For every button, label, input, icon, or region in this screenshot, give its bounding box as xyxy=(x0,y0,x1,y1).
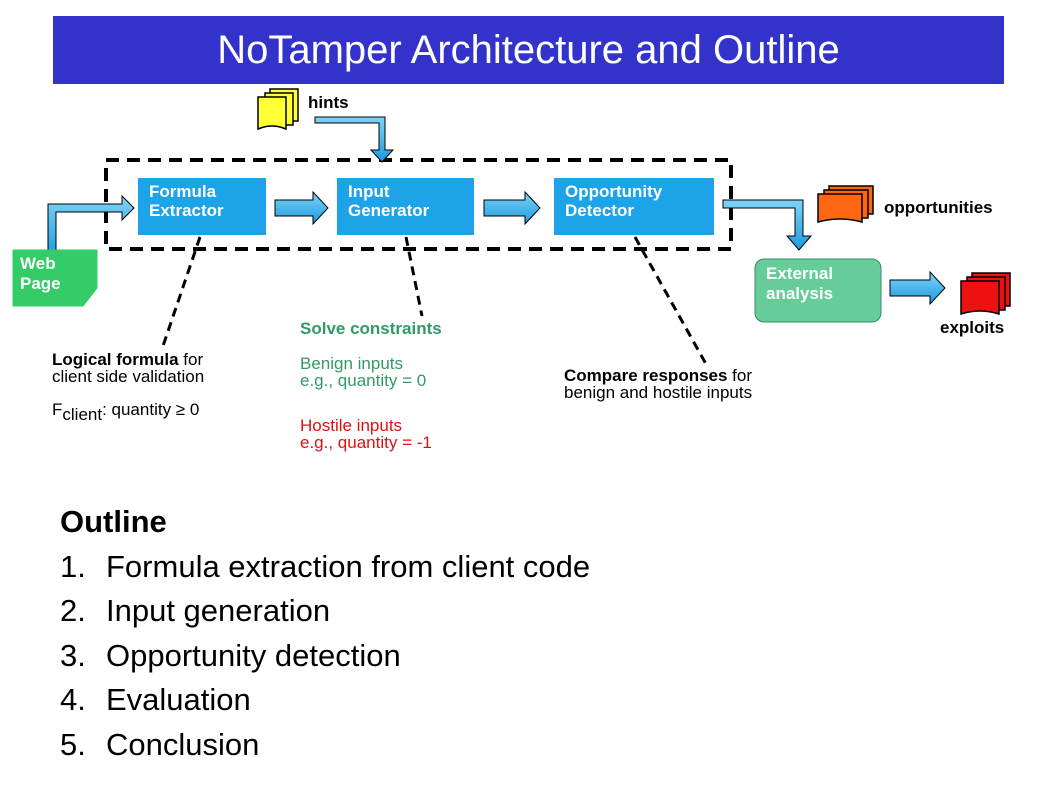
compare-responses-bold: Compare responses xyxy=(564,366,728,385)
formula-extractor-label-1: Formula xyxy=(149,182,217,201)
outline-item-text: Conclusion xyxy=(106,726,260,762)
web-page-arrow xyxy=(47,194,135,259)
detector-to-analysis-arrow xyxy=(722,199,813,251)
logical-formula-note: Logical formula for client side validati… xyxy=(52,351,204,423)
hints-label: hints xyxy=(308,93,349,112)
exploits-label: exploits xyxy=(940,318,1005,337)
formula-extractor-label-2: Extractor xyxy=(149,201,224,220)
opportunities-label: opportunities xyxy=(884,198,993,217)
outline-heading: Outline xyxy=(60,504,167,539)
web-page-shape xyxy=(12,249,98,307)
hints-document-icon xyxy=(257,88,299,131)
exploits-document-icon xyxy=(960,272,1011,316)
web-page-label-2: Page xyxy=(20,274,61,293)
outline-item-text: Formula extraction from client code xyxy=(106,548,591,584)
outline-item: 4. Evaluation xyxy=(60,678,590,723)
outline-item-number: 2. xyxy=(60,593,86,628)
fclient-subscript: client xyxy=(62,405,103,424)
outline-item: 1. Formula extraction from client code xyxy=(60,545,590,590)
web-page-label-1: Web xyxy=(20,254,56,273)
outline-item: 3. Opportunity detection xyxy=(60,634,590,679)
extractor-note-connector xyxy=(161,236,202,347)
architecture-diagram xyxy=(12,88,1011,365)
logical-formula-line2: client side validation xyxy=(52,367,205,386)
solve-constraints-note: Solve constraints Benign inputs e.g., qu… xyxy=(300,320,442,451)
extractor-to-generator-arrow xyxy=(274,190,329,226)
page-title: NoTamper Architecture and Outline xyxy=(53,16,1004,84)
compare-responses-note: Compare responses for benign and hostile… xyxy=(564,367,752,401)
input-generator-box: Input Generator xyxy=(337,178,474,235)
outline-item-number: 5. xyxy=(60,726,86,762)
opportunity-detector-label-1: Opportunity xyxy=(565,182,663,201)
outline-item-text: Input generation xyxy=(106,593,331,628)
compare-responses-rest: for xyxy=(727,366,753,385)
generator-to-detector-arrow xyxy=(483,190,541,226)
hostile-inputs-label: Hostile inputs xyxy=(300,416,403,435)
fclient-constraint: : quantity ≥ 0 xyxy=(102,400,200,419)
logical-formula-rest: for xyxy=(178,350,204,369)
opportunity-detector-box: Opportunity Detector xyxy=(554,178,714,235)
compare-responses-line2: benign and hostile inputs xyxy=(564,383,753,402)
web-page-label: Web Page xyxy=(20,254,61,294)
hints-arrow xyxy=(314,116,395,163)
external-analysis-label-1: External xyxy=(766,264,834,283)
benign-inputs-example: e.g., quantity = 0 xyxy=(300,371,427,390)
external-analysis-label-2: analysis xyxy=(766,284,834,303)
input-generator-label-2: Generator xyxy=(348,201,430,220)
opportunities-document-icon xyxy=(817,185,874,223)
external-analysis-label: External analysis xyxy=(766,264,833,304)
outline: Outline 1. Formula extraction from client… xyxy=(60,500,590,767)
logical-formula-bold: Logical formula xyxy=(52,350,179,369)
hostile-inputs-example: e.g., quantity = -1 xyxy=(300,433,432,452)
input-generator-label-1: Input xyxy=(348,182,390,201)
generator-note-connector xyxy=(404,236,424,317)
detector-note-connector xyxy=(633,236,708,365)
benign-inputs-label: Benign inputs xyxy=(300,354,404,373)
outline-item-text: Evaluation xyxy=(106,682,251,717)
solve-constraints-heading: Solve constraints xyxy=(300,319,442,338)
formula-extractor-box: Formula Extractor xyxy=(138,178,266,235)
opportunity-detector-label-2: Detector xyxy=(565,201,634,220)
fclient-symbol: F xyxy=(52,400,63,419)
outline-item-text: Opportunity detection xyxy=(106,637,401,673)
analysis-to-exploits-arrow xyxy=(889,270,946,306)
outline-item-number: 4. xyxy=(60,682,86,717)
external-analysis-shape xyxy=(754,258,882,323)
outline-item: 5. Conclusion xyxy=(60,723,590,768)
outline-item-number: 3. xyxy=(60,637,86,673)
outline-item-number: 1. xyxy=(60,548,86,584)
outline-item: 2. Input generation xyxy=(60,589,590,634)
